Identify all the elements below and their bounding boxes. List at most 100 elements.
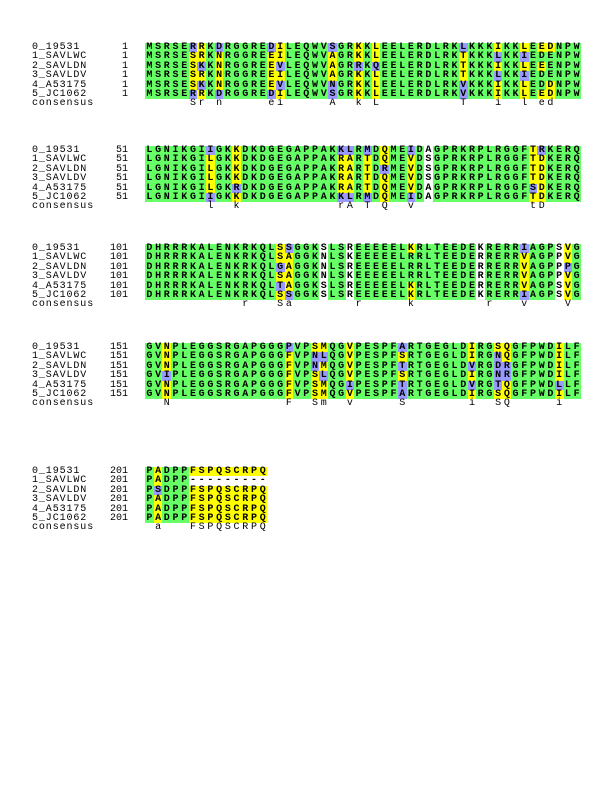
residue: P (441, 173, 451, 185)
residue: M (319, 360, 329, 372)
consensus-residue (572, 300, 581, 309)
residue: P (441, 154, 451, 166)
residue: L (432, 70, 442, 82)
residue: D (546, 79, 555, 91)
residue: S (197, 466, 207, 477)
residue: K (354, 89, 363, 100)
consensus-residue (180, 399, 189, 408)
consensus-residue (476, 99, 485, 108)
residue: E (406, 60, 416, 72)
residue: I (519, 51, 529, 63)
residue: K (206, 70, 215, 82)
consensus-residue (162, 99, 171, 108)
consensus-residue (529, 300, 538, 309)
residue: D (240, 145, 250, 156)
residue: R (502, 370, 512, 382)
residue: F (389, 360, 398, 372)
residue: E (441, 290, 451, 301)
residue: W (537, 389, 547, 400)
residue: G (485, 360, 494, 372)
residue: G (267, 370, 276, 382)
residue: K (546, 145, 555, 156)
residue: P (301, 379, 311, 391)
residue: R (162, 271, 172, 283)
residue: Q (301, 70, 311, 82)
residue: V (293, 360, 302, 372)
residue: R (223, 70, 233, 82)
residue: S (223, 466, 233, 477)
residue: L (145, 192, 154, 203)
residue: R (511, 280, 520, 292)
start-position: 201 (109, 466, 128, 477)
residue: K (328, 145, 337, 156)
residue: G (537, 243, 547, 254)
residue: D (258, 182, 268, 194)
residue: R (406, 342, 416, 353)
residue: R (476, 342, 486, 353)
residue: D (424, 70, 433, 82)
residue: G (537, 261, 547, 273)
residue: K (188, 243, 198, 254)
residue: K (354, 42, 363, 53)
residue: F (519, 351, 529, 363)
consensus-residue (276, 202, 285, 211)
residue: E (554, 154, 564, 166)
residue: G (441, 351, 451, 363)
residue: R (354, 60, 363, 72)
residue: G (284, 163, 294, 175)
residue: D (458, 271, 468, 283)
start-position: 51 (115, 173, 128, 185)
residue: L (563, 351, 573, 363)
residue: G (206, 360, 215, 372)
residue: Q (301, 42, 311, 53)
residue: G (197, 342, 207, 353)
residue: L (485, 173, 494, 185)
residue: M (145, 60, 154, 72)
consensus-residue (145, 399, 154, 408)
residue: P (249, 484, 259, 496)
residue: V (345, 351, 355, 363)
start-position: 101 (109, 290, 128, 301)
residue: G (267, 154, 276, 166)
residue: L (206, 163, 215, 175)
residue: - (249, 475, 259, 487)
residue: P (171, 513, 180, 524)
residue: K (502, 79, 512, 91)
residue: G (441, 370, 451, 382)
residue: S (188, 60, 198, 72)
consensus-residue (346, 99, 355, 108)
residue: - (258, 475, 268, 487)
residue: S (171, 51, 180, 63)
residue: S (424, 154, 433, 166)
residue: C (232, 494, 241, 506)
residue: E (432, 379, 442, 391)
residue: S (371, 351, 381, 363)
residue: E (467, 243, 477, 254)
consensus-residue (511, 399, 520, 408)
residue: N (554, 89, 564, 100)
residue: P (563, 42, 573, 53)
residue: G (197, 389, 207, 400)
residue: G (511, 379, 520, 391)
residue: D (424, 89, 433, 100)
residue: Q (258, 494, 268, 506)
residue: L (563, 342, 573, 353)
residue: Q (502, 389, 512, 400)
residue: L (284, 51, 294, 63)
residue: P (179, 484, 189, 496)
residue: R (171, 271, 180, 283)
residue: E (267, 60, 276, 72)
consensus-residue (424, 99, 433, 108)
residue: R (493, 192, 503, 203)
residue: R (240, 466, 250, 477)
residue: G (267, 145, 276, 156)
residue: P (310, 173, 320, 185)
residue: R (336, 182, 346, 194)
residue: E (441, 252, 451, 264)
consensus-residue (215, 202, 224, 211)
residue: F (284, 379, 294, 391)
consensus-residue (145, 523, 154, 532)
